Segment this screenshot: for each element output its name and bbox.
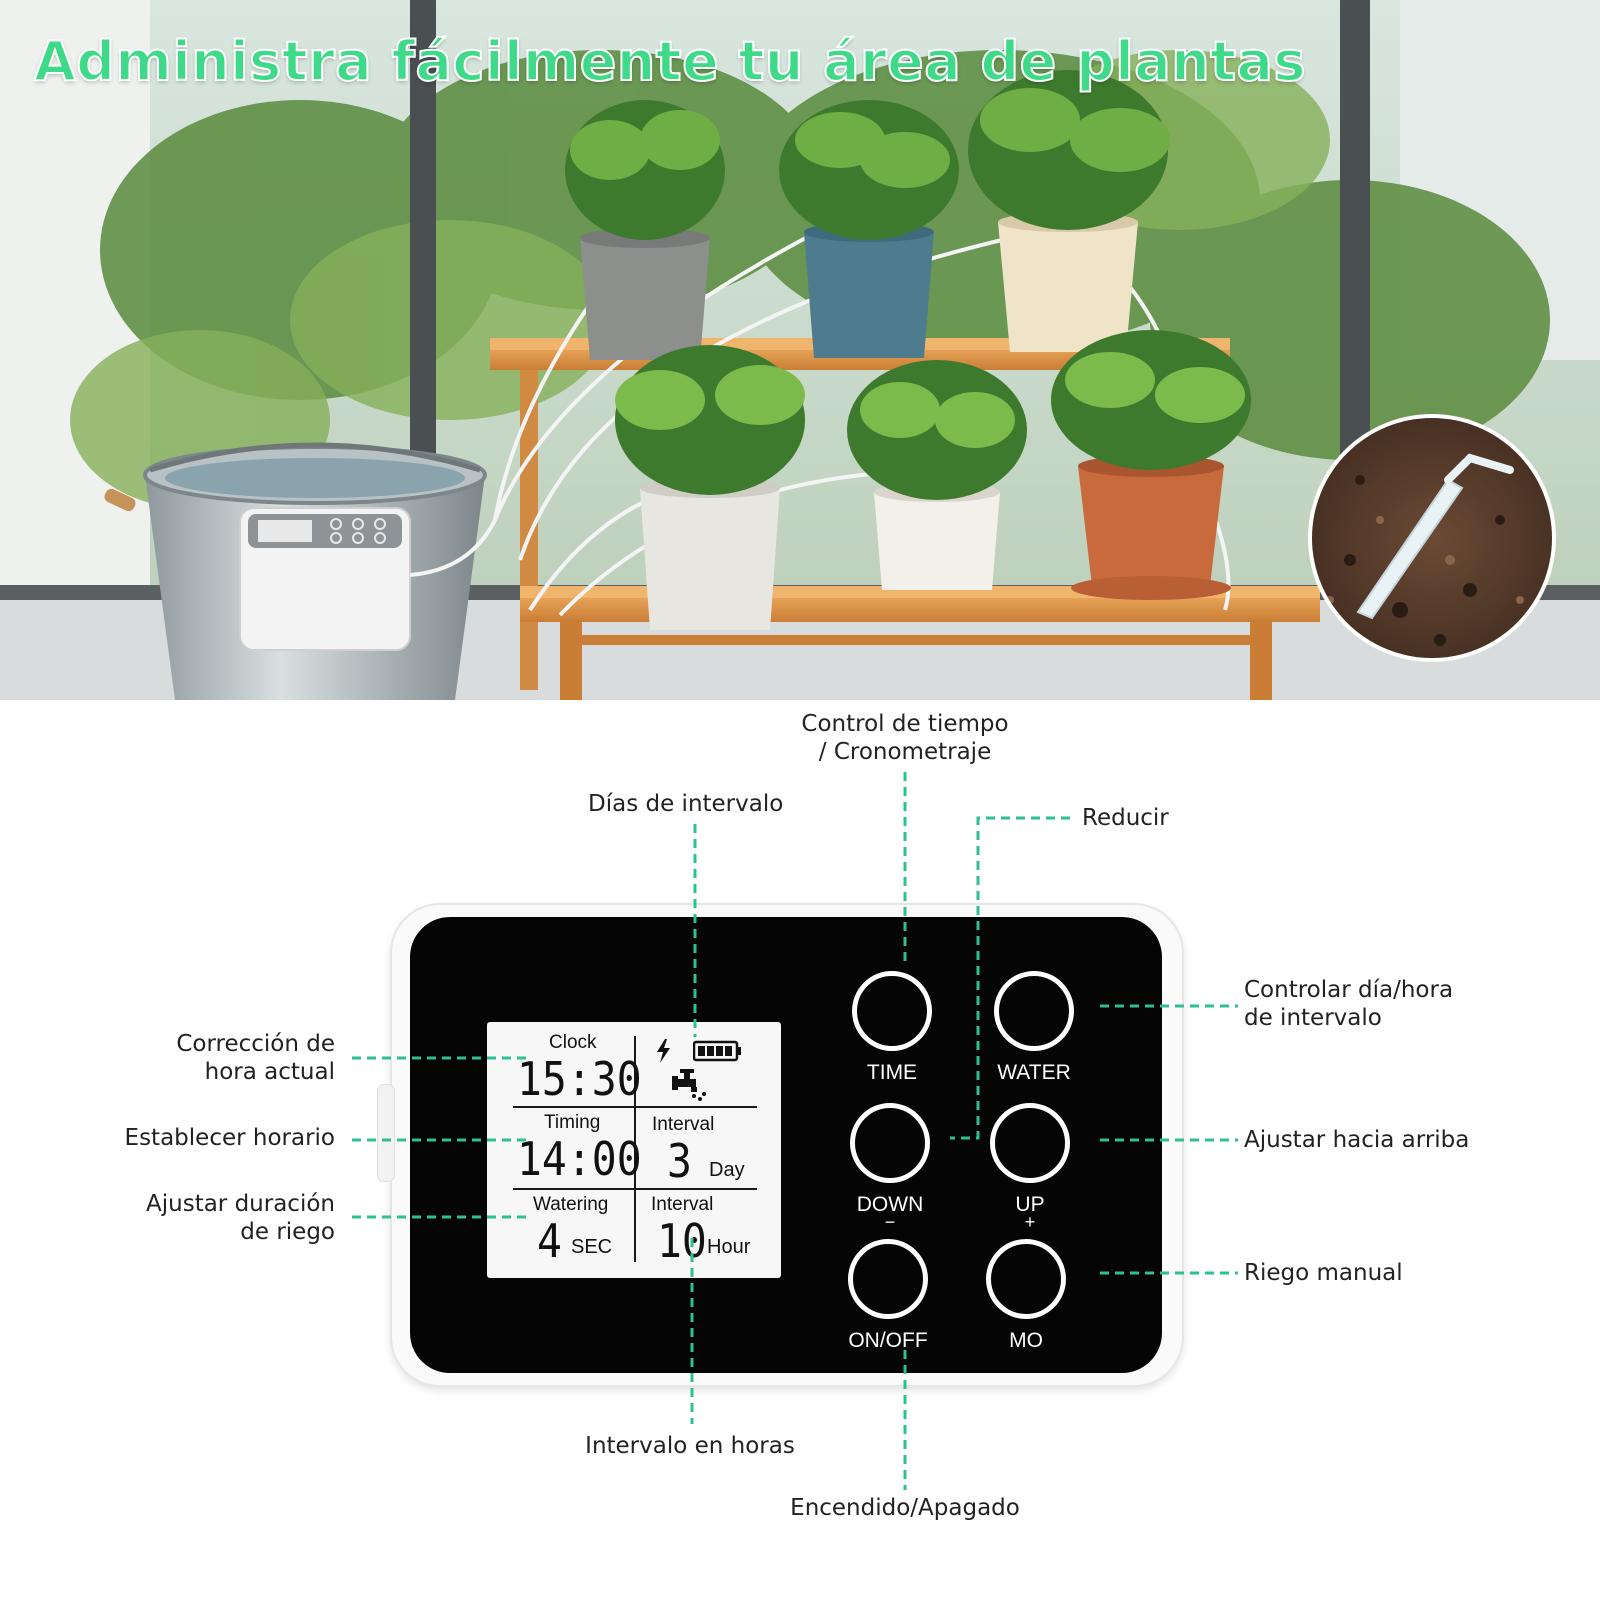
control-panel: Clock 15:30 [410, 917, 1162, 1373]
controller-device: Clock 15:30 [378, 905, 1182, 1385]
callout-time-control-line2: / Cronometraje [818, 739, 992, 765]
minus-sign: − [884, 1212, 896, 1232]
callout-interval-control: Controlar día/hora de intervalo [1244, 976, 1453, 1032]
callout-duration-line1: Ajustar duración [146, 1191, 335, 1217]
watering-label: Watering [533, 1194, 609, 1215]
controller-diagram: Clock 15:30 [0, 700, 1600, 1600]
mo-button-label: MO [1009, 1329, 1043, 1352]
product-scene: Administra fácilmente tu área de plantas [0, 0, 1600, 700]
watering-unit: SEC [571, 1236, 613, 1258]
callout-adjust-up: Ajustar hacia arriba [1244, 1127, 1470, 1153]
callout-manual-watering: Riego manual [1244, 1260, 1403, 1286]
lcd-divider-bottom [513, 1188, 757, 1190]
callout-clock-fix: Corrección de hora actual [100, 1030, 335, 1086]
plus-sign: + [1024, 1212, 1036, 1232]
interval-hour-unit: Hour [707, 1236, 751, 1258]
battery-icon [693, 1040, 741, 1062]
callout-interval-days: Días de intervalo [588, 791, 784, 817]
clock-value: 15:30 [517, 1052, 642, 1106]
interval-hour-value: 10 [657, 1214, 707, 1268]
onoff-button-label: ON/OFF [848, 1329, 928, 1352]
scene-illustration [0, 0, 1600, 700]
callout-leader-lines [352, 772, 1238, 1490]
interval-hour-label: Interval [651, 1194, 714, 1215]
callout-interval-control-line2: de intervalo [1244, 1005, 1382, 1031]
lcd-divider-vertical [634, 1036, 636, 1262]
callout-time-control: Control de tiempo / Cronometraje [780, 710, 1030, 766]
side-tab [378, 1085, 394, 1181]
up-button[interactable] [990, 1103, 1070, 1183]
water-button[interactable] [994, 971, 1074, 1051]
lcd-divider-top [513, 1106, 757, 1108]
time-button-label: TIME [866, 1061, 918, 1084]
callout-interval-hours: Intervalo en horas [585, 1433, 795, 1459]
onoff-button[interactable] [848, 1239, 928, 1319]
soil-drip-stake [1308, 414, 1556, 662]
down-button-label: DOWN [856, 1193, 924, 1216]
callout-reduce: Reducir [1082, 805, 1169, 831]
callout-set-schedule: Establecer horario [124, 1125, 335, 1151]
callout-power: Encendido/Apagado [790, 1495, 1020, 1521]
time-button[interactable] [852, 971, 932, 1051]
callout-duration-line2: de riego [240, 1219, 335, 1245]
callout-time-control-line1: Control de tiempo [801, 711, 1009, 737]
headline: Administra fácilmente tu área de plantas [33, 29, 1307, 94]
faucet-icon [672, 1069, 706, 1101]
callout-clock-fix-line1: Corrección de [176, 1031, 335, 1057]
lightning-icon [657, 1039, 670, 1063]
callout-clock-fix-line2: hora actual [204, 1059, 335, 1085]
interval-day-label: Interval [652, 1114, 715, 1135]
callout-duration: Ajustar duración de riego [80, 1190, 335, 1246]
callout-interval-control-line1: Controlar día/hora [1244, 977, 1454, 1003]
clock-label: Clock [549, 1032, 597, 1053]
down-button[interactable] [850, 1103, 930, 1183]
interval-day-unit: Day [709, 1159, 745, 1181]
lcd-screen: Clock 15:30 [487, 1022, 781, 1278]
up-button-label: UP [1015, 1193, 1045, 1216]
timing-value: 14:00 [517, 1132, 642, 1186]
timing-label: Timing [544, 1112, 601, 1133]
mo-button[interactable] [986, 1239, 1066, 1319]
watering-value: 4 [537, 1214, 562, 1268]
interval-day-value: 3 [667, 1134, 692, 1188]
water-button-label: WATER [997, 1061, 1071, 1084]
